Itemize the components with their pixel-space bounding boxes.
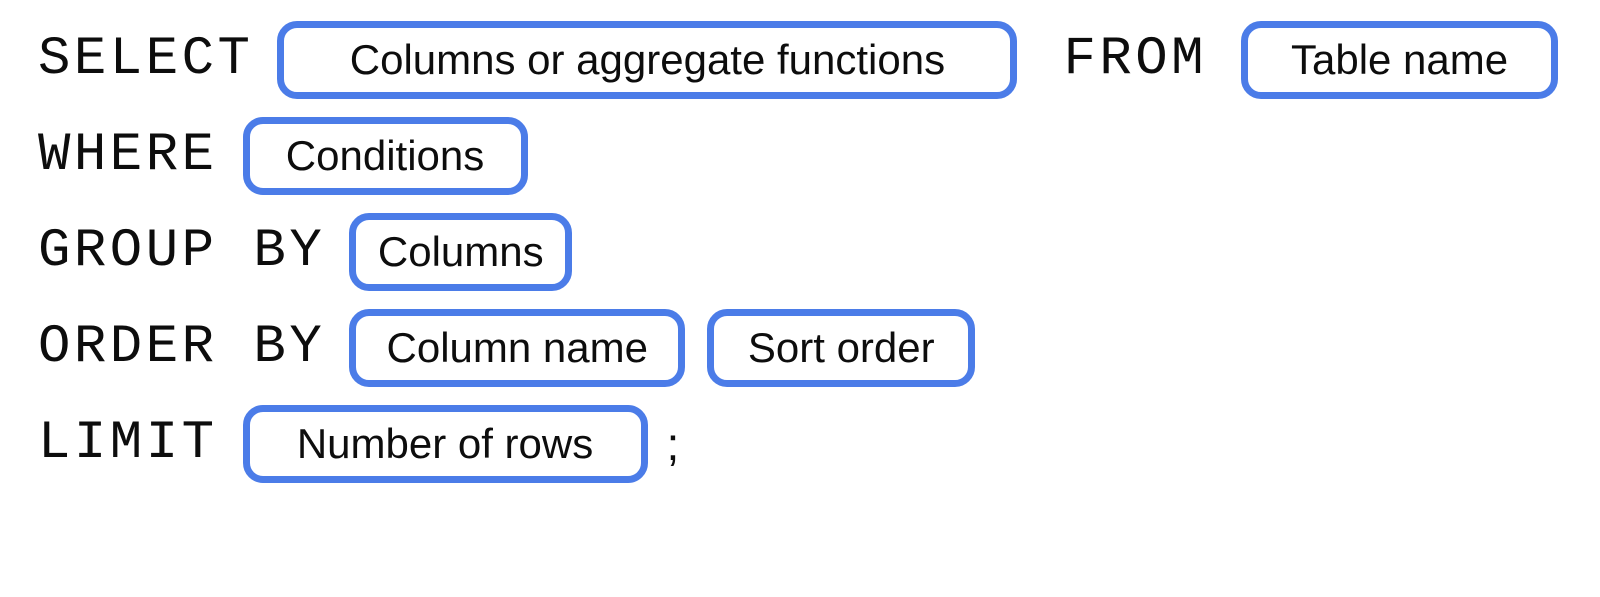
keyword-group-by: GROUP BY <box>38 221 326 282</box>
keyword-order-by: ORDER BY <box>38 317 326 378</box>
keyword-limit: LIMIT <box>38 413 218 474</box>
clause-where: WHERE Conditions <box>38 117 1600 195</box>
clause-order-by: ORDER BY Column name Sort order <box>38 309 1600 387</box>
keyword-from: FROM <box>1063 29 1208 90</box>
placeholder-number-of-rows: Number of rows <box>242 405 648 483</box>
placeholder-conditions: Conditions <box>242 117 528 195</box>
placeholder-column-name: Column name <box>349 309 686 387</box>
statement-terminator-semicolon: ; <box>666 418 680 470</box>
placeholder-table-name: Table name <box>1241 21 1559 99</box>
clause-select-from: SELECT Columns or aggregate functions FR… <box>38 21 1600 99</box>
placeholder-columns-or-aggregate-functions: Columns or aggregate functions <box>277 21 1018 99</box>
clause-group-by: GROUP BY Columns <box>38 213 1600 291</box>
keyword-select: SELECT <box>38 29 254 90</box>
placeholder-sort-order: Sort order <box>707 309 976 387</box>
keyword-where: WHERE <box>38 125 218 186</box>
clause-limit: LIMIT Number of rows ; <box>38 405 1600 483</box>
placeholder-group-columns: Columns <box>349 213 573 291</box>
